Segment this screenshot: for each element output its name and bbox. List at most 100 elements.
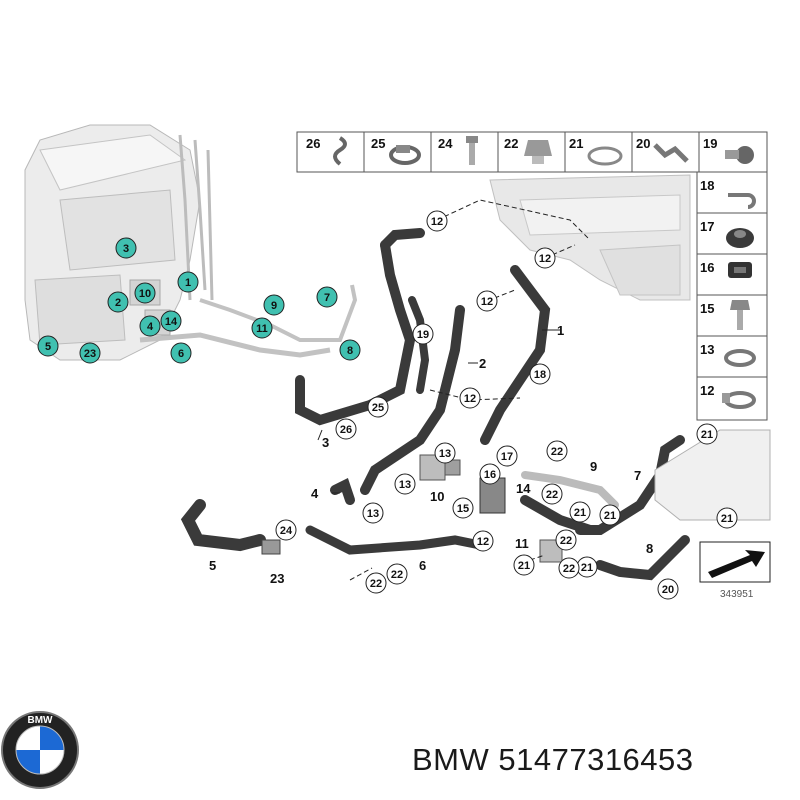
callout[interactable]: 19 <box>412 323 434 345</box>
screw-24-icon <box>466 136 478 165</box>
legend-num: 19 <box>703 136 717 151</box>
svg-text:12: 12 <box>539 253 551 265</box>
svg-text:21: 21 <box>721 513 733 525</box>
svg-text:21: 21 <box>604 510 616 522</box>
svg-text:21: 21 <box>574 507 586 519</box>
clamp-13-icon <box>724 349 756 367</box>
callout[interactable]: 24 <box>275 519 297 541</box>
bolt-15-icon <box>730 300 750 330</box>
engine-callout[interactable]: 4 <box>139 315 161 337</box>
svg-text:3: 3 <box>123 243 129 255</box>
engine-callout[interactable]: 14 <box>160 310 182 332</box>
part-number: 2 <box>479 356 486 371</box>
callout[interactable]: 13 <box>394 473 416 495</box>
callout[interactable]: 12 <box>476 290 498 312</box>
svg-text:13: 13 <box>367 508 379 520</box>
svg-text:18: 18 <box>534 369 546 381</box>
clip-26-icon <box>333 136 347 166</box>
callout[interactable]: 21 <box>569 501 591 523</box>
engine-callout[interactable]: 5 <box>37 335 59 357</box>
callout[interactable]: 17 <box>496 445 518 467</box>
svg-text:12: 12 <box>431 216 443 228</box>
svg-text:19: 19 <box>417 329 429 341</box>
reference-number: 343951 <box>720 589 754 600</box>
callout[interactable]: 22 <box>541 483 563 505</box>
engine-callout[interactable]: 8 <box>339 339 361 361</box>
callout[interactable]: 26 <box>335 418 357 440</box>
legend-num: 20 <box>636 136 650 151</box>
svg-text:22: 22 <box>560 535 572 547</box>
legend-num: 16 <box>700 260 714 275</box>
svg-text:13: 13 <box>439 448 451 460</box>
svg-text:14: 14 <box>165 316 178 328</box>
svg-text:21: 21 <box>701 429 713 441</box>
svg-text:BMW: BMW <box>28 715 54 726</box>
callout[interactable]: 25 <box>367 396 389 418</box>
callout[interactable]: 21 <box>513 554 535 576</box>
svg-text:16: 16 <box>484 469 496 481</box>
part-number: 3 <box>322 435 329 450</box>
svg-text:12: 12 <box>477 536 489 548</box>
callout[interactable]: 21 <box>696 423 718 445</box>
svg-text:10: 10 <box>139 288 151 300</box>
part-title: BMW 51477316453 <box>412 742 694 777</box>
callout[interactable]: 21 <box>576 556 598 578</box>
svg-text:25: 25 <box>372 402 384 414</box>
callout[interactable]: 21 <box>599 504 621 526</box>
callout[interactable]: 22 <box>558 557 580 579</box>
legend-top-row: 26 25 24 22 21 20 19 <box>296 131 768 173</box>
callout[interactable]: 13 <box>362 502 384 524</box>
engine-callout[interactable]: 7 <box>316 286 338 308</box>
callout[interactable]: 16 <box>479 463 501 485</box>
valve-11 <box>539 539 563 563</box>
legend-num: 22 <box>504 136 518 151</box>
clamp-21-icon <box>587 146 623 166</box>
svg-text:8: 8 <box>347 345 353 357</box>
svg-text:20: 20 <box>662 584 674 596</box>
part-number: 14 <box>516 481 531 496</box>
callout[interactable]: 18 <box>529 363 551 385</box>
callout[interactable]: 22 <box>555 529 577 551</box>
callout[interactable]: 13 <box>434 442 456 464</box>
part-number: 6 <box>419 558 426 573</box>
engine-callout[interactable]: 6 <box>170 342 192 364</box>
svg-text:2: 2 <box>115 297 121 309</box>
part-number: 7 <box>634 468 641 483</box>
bmw-logo: BMW <box>1 711 79 789</box>
callout[interactable]: 21 <box>716 507 738 529</box>
callout[interactable]: 12 <box>472 530 494 552</box>
engine-callout[interactable]: 3 <box>115 237 137 259</box>
callout[interactable]: 20 <box>657 578 679 600</box>
callout[interactable]: 15 <box>452 497 474 519</box>
engine-callout[interactable]: 11 <box>251 317 273 339</box>
legend-num: 17 <box>700 219 714 234</box>
callout[interactable]: 12 <box>534 247 556 269</box>
svg-text:22: 22 <box>563 563 575 575</box>
callout[interactable]: 12 <box>459 387 481 409</box>
orientation-box <box>699 541 771 583</box>
engine-callout[interactable]: 1 <box>177 271 199 293</box>
holder-19-icon <box>725 146 754 164</box>
engine-callout[interactable]: 9 <box>263 294 285 316</box>
engine-callout[interactable]: 10 <box>134 282 156 304</box>
clamp-12-icon <box>722 391 756 409</box>
hvac-unit <box>489 174 691 301</box>
svg-text:4: 4 <box>147 321 154 333</box>
svg-text:13: 13 <box>399 479 411 491</box>
radiator-7 <box>654 429 771 521</box>
svg-text:22: 22 <box>370 578 382 590</box>
part-number: 1 <box>557 323 564 338</box>
callout[interactable]: 22 <box>546 440 568 462</box>
legend-num: 24 <box>438 136 453 151</box>
callout[interactable]: 12 <box>426 210 448 232</box>
svg-text:9: 9 <box>271 300 277 312</box>
engine-callout[interactable]: 23 <box>79 342 101 364</box>
callout[interactable]: 22 <box>386 563 408 585</box>
legend-num: 13 <box>700 342 714 357</box>
clamp-18-icon <box>728 193 756 209</box>
callout[interactable]: 22 <box>365 572 387 594</box>
svg-text:22: 22 <box>546 489 558 501</box>
engine-callout[interactable]: 2 <box>107 291 129 313</box>
part-number: 10 <box>430 489 444 504</box>
hoses <box>180 228 690 581</box>
